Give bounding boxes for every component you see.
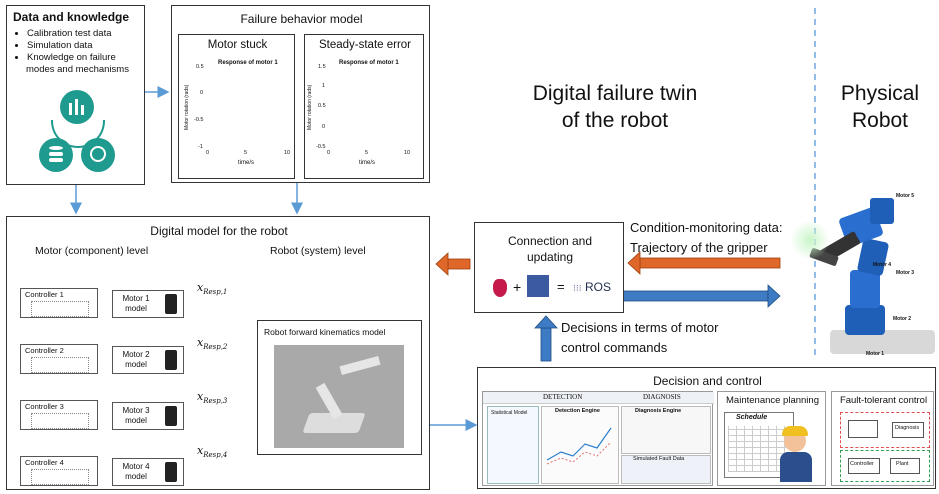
list-item: Knowledge on failure xyxy=(27,52,129,64)
chart1-ytick: -0.5 xyxy=(194,117,204,123)
chart2-ytick: 0 xyxy=(322,124,326,130)
motor-tag: Motor 2 xyxy=(893,316,912,322)
failure-model-title: Failure behavior model xyxy=(240,12,363,26)
arrow-orange-update xyxy=(435,252,471,276)
motor-model-block: Motor 3 model xyxy=(112,402,184,430)
list-item: Simulation data xyxy=(27,40,129,52)
kinematics-label: Robot forward kinematics model xyxy=(264,327,386,337)
chart2-title: Response of motor 1 xyxy=(339,60,399,66)
motor-level-label: Motor (component) level xyxy=(35,245,149,257)
arrow-blue-decision xyxy=(534,315,558,362)
chart2-xtick: 0 xyxy=(327,150,331,156)
servo-icon xyxy=(165,406,177,426)
servo-icon xyxy=(165,462,177,482)
chart1-xtick: 10 xyxy=(284,150,291,156)
failure-model-panel: Failure behavior model Motor stuck Stead… xyxy=(171,5,430,183)
data-knowledge-title: Data and knowledge xyxy=(13,10,130,24)
steady-state-subpanel: Steady-state error xyxy=(304,34,424,179)
chart2-xtick: 5 xyxy=(365,150,369,156)
servo-icon xyxy=(165,350,177,370)
chart1-ytick: -1 xyxy=(198,144,203,150)
connection-updating-panel: Connection and updating + = ⁝⁝⁝ ROS xyxy=(474,222,624,313)
chart1-ytick: 0 xyxy=(200,90,204,96)
chart2-ytick: 1.5 xyxy=(318,64,326,70)
motor-tag: Motor 1 xyxy=(866,351,885,357)
list-item: modes and mechanisms xyxy=(26,64,129,75)
detection-sketch xyxy=(546,427,612,465)
chart1-xlabel: time/s xyxy=(238,160,255,166)
connection-title: Connection and updating xyxy=(507,234,593,264)
ros-logo: ⁝⁝⁝ ROS xyxy=(573,280,611,294)
response-label: xResp,3 xyxy=(197,390,228,406)
simulation-software-icon xyxy=(527,275,549,297)
data-knowledge-panel: Data and knowledge Calibration test data… xyxy=(6,5,145,185)
controller-block: Controller 2 xyxy=(20,344,98,374)
maintenance-title: Maintenance planning xyxy=(726,395,819,406)
chart2-ylabel: Motor rotation (rads) xyxy=(307,84,313,130)
chart1-ylabel: Motor rotation (rads) xyxy=(184,84,190,130)
chart-icon xyxy=(60,90,94,124)
decision-control-title: Decision and control xyxy=(653,374,762,388)
response-label: xResp,1 xyxy=(197,281,228,297)
motor-tag: Motor 4 xyxy=(873,262,892,268)
robot-level-label: Robot (system) level xyxy=(270,245,366,257)
fault-tolerant-title: Fault-tolerant control xyxy=(839,395,928,406)
helmet-icon xyxy=(782,426,808,436)
controller-block: Controller 1 xyxy=(20,288,98,318)
motor-tag: Motor 3 xyxy=(896,270,915,276)
servo-icon xyxy=(165,294,177,314)
arrow-orange-condition xyxy=(627,251,781,275)
chart2-ytick: 0.5 xyxy=(318,103,326,109)
chart2-ytick: 1 xyxy=(322,83,326,89)
response-label: xResp,4 xyxy=(197,444,228,460)
list-item: Calibration test data xyxy=(27,28,129,40)
chart1-xtick: 5 xyxy=(244,150,248,156)
kinematics-model-block: Robot forward kinematics model xyxy=(257,320,422,455)
motor-model-block: Motor 2 model xyxy=(112,346,184,374)
motor-model-block: Motor 1 model xyxy=(112,290,184,318)
steady-state-label: Steady-state error xyxy=(318,39,412,51)
physical-title: Physical Robot xyxy=(840,82,920,132)
decisions-label: Decisions in terms of motor control comm… xyxy=(561,320,719,355)
digital-model-title: Digital model for the robot xyxy=(150,224,288,238)
controller-block: Controller 3 xyxy=(20,400,98,430)
chart1-ytick: 0.5 xyxy=(196,64,204,70)
chart2-xtick: 10 xyxy=(404,150,411,156)
arrow-blue-control xyxy=(607,284,781,308)
raspberry-pi-icon xyxy=(493,279,507,297)
maintenance-planning-figure: Maintenance planning Schedule xyxy=(717,391,826,486)
data-icon-cluster xyxy=(37,90,117,180)
robot-render-image xyxy=(274,345,404,448)
twin-title: Digital failure twin of the robot xyxy=(532,82,698,132)
chart1-xtick: 0 xyxy=(206,150,210,156)
chart2-ytick: -0.5 xyxy=(316,144,326,150)
motor-stuck-label: Motor stuck xyxy=(207,39,268,51)
response-label: xResp,2 xyxy=(197,336,228,352)
controller-block: Controller 4 xyxy=(20,456,98,486)
detection-diagnosis-figure: DETECTION DIAGNOSIS Statistical Model De… xyxy=(482,391,714,486)
physical-robot-image xyxy=(790,180,939,360)
motor-stuck-subpanel: Motor stuck xyxy=(178,34,295,179)
fault-tolerant-figure: Fault-tolerant control Diagnosis Control… xyxy=(831,391,934,486)
chart2-xlabel: time/s xyxy=(359,160,376,166)
motor-model-block: Motor 4 model xyxy=(112,458,184,486)
motor-tag: Motor 5 xyxy=(896,193,915,199)
data-knowledge-list: Calibration test data Simulation data Kn… xyxy=(13,28,129,76)
condition-monitoring-label: Condition-monitoring data: Trajectory of… xyxy=(630,220,783,255)
chart1-title: Response of motor 1 xyxy=(218,60,278,66)
